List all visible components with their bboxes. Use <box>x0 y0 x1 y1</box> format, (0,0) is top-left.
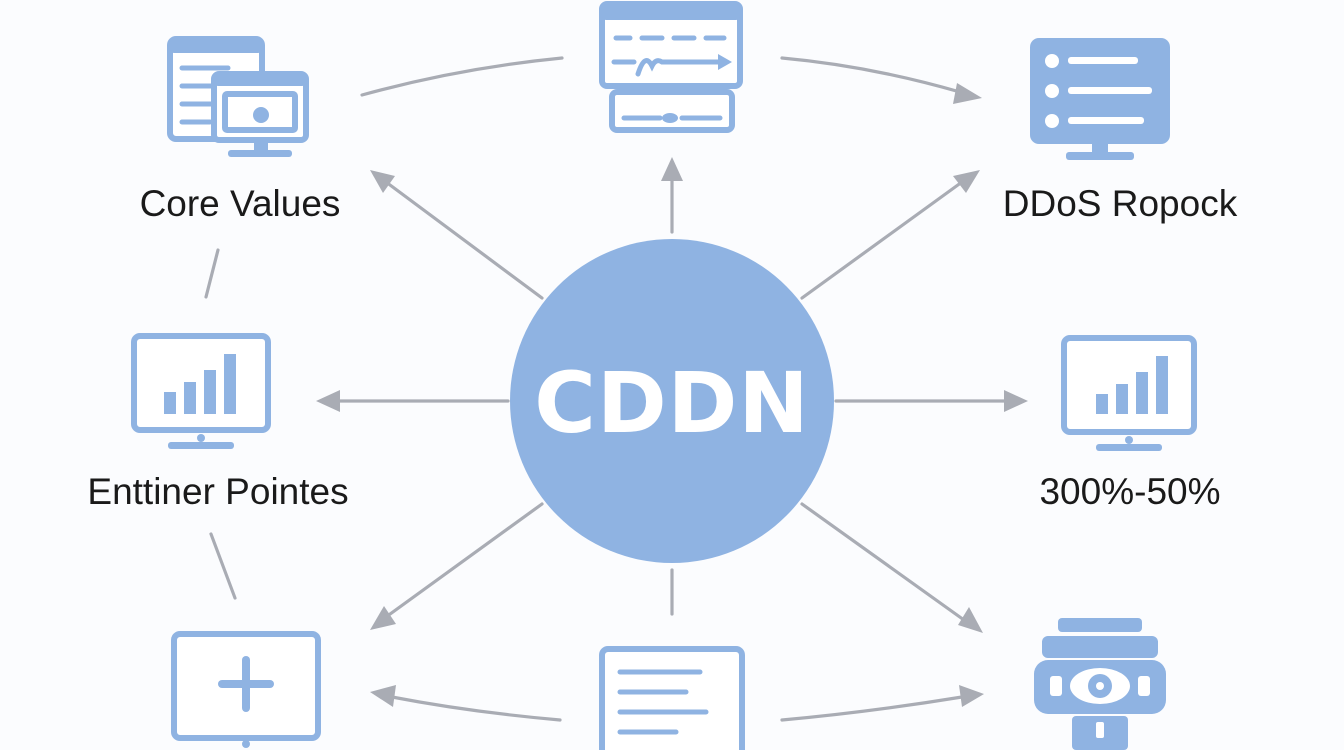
hub-label: CDDN <box>534 354 809 452</box>
connector-entertainer-to-bottom-left <box>209 532 237 600</box>
connector-bottom-center-to-bottom-right <box>780 695 964 722</box>
arrowhead-bottom-right <box>958 607 983 633</box>
node-core-values: Core Values <box>140 36 341 224</box>
bar-chart-monitor-icon <box>1061 335 1197 451</box>
connector-hub-to-bottom-left <box>384 502 544 619</box>
arrowhead-core-values <box>370 170 395 193</box>
node-bottom-left <box>171 631 321 748</box>
arrowhead-ddos <box>953 170 980 193</box>
node-bottom-center <box>599 646 745 750</box>
node-label-entertainer: Enttiner Pointes <box>87 471 348 512</box>
node-entertainer: Enttiner Pointes <box>87 333 349 512</box>
arrowhead-bottom-left-curve <box>370 685 396 707</box>
node-bottom-right <box>1034 618 1166 750</box>
bar-chart-monitor-icon <box>131 333 271 449</box>
arrowhead-percent <box>1004 390 1028 412</box>
arrowhead-entertainer <box>316 390 340 412</box>
hub: CDDN <box>510 239 834 563</box>
arrowhead-top-center <box>661 157 683 181</box>
dashboard-panel-icon <box>599 1 743 133</box>
node-label-core-values: Core Values <box>140 183 341 224</box>
node-top-center <box>599 1 743 133</box>
connector-top-center-to-top-right <box>780 56 962 94</box>
plus-monitor-icon <box>171 631 321 748</box>
node-label-percent: 300%-50% <box>1039 471 1220 512</box>
node-percent: 300%-50% <box>1039 335 1221 512</box>
node-label-ddos: DDoS Ropock <box>1003 183 1238 224</box>
connector-top-left-to-top-center <box>360 56 564 97</box>
arrowhead-bottom-right-curve <box>959 685 984 707</box>
server-list-monitor-icon <box>1030 38 1170 160</box>
connectors <box>204 56 1028 722</box>
documents-monitor-icon <box>167 36 309 157</box>
node-ddos: DDoS Ropock <box>1003 38 1238 224</box>
arrowhead-bottom-left <box>370 606 396 630</box>
text-monitor-icon <box>599 646 745 750</box>
connector-bottom-center-to-bottom-left <box>390 695 562 722</box>
connector-hub-to-core-values <box>384 180 544 300</box>
connector-hub-to-bottom-right <box>800 502 966 622</box>
connector-hub-to-ddos <box>800 180 964 300</box>
connector-core-values-to-entertainer <box>204 248 220 299</box>
hub-circle <box>510 239 834 563</box>
arrowhead-top-right-curve <box>953 83 982 104</box>
security-camera-icon <box>1034 618 1166 750</box>
